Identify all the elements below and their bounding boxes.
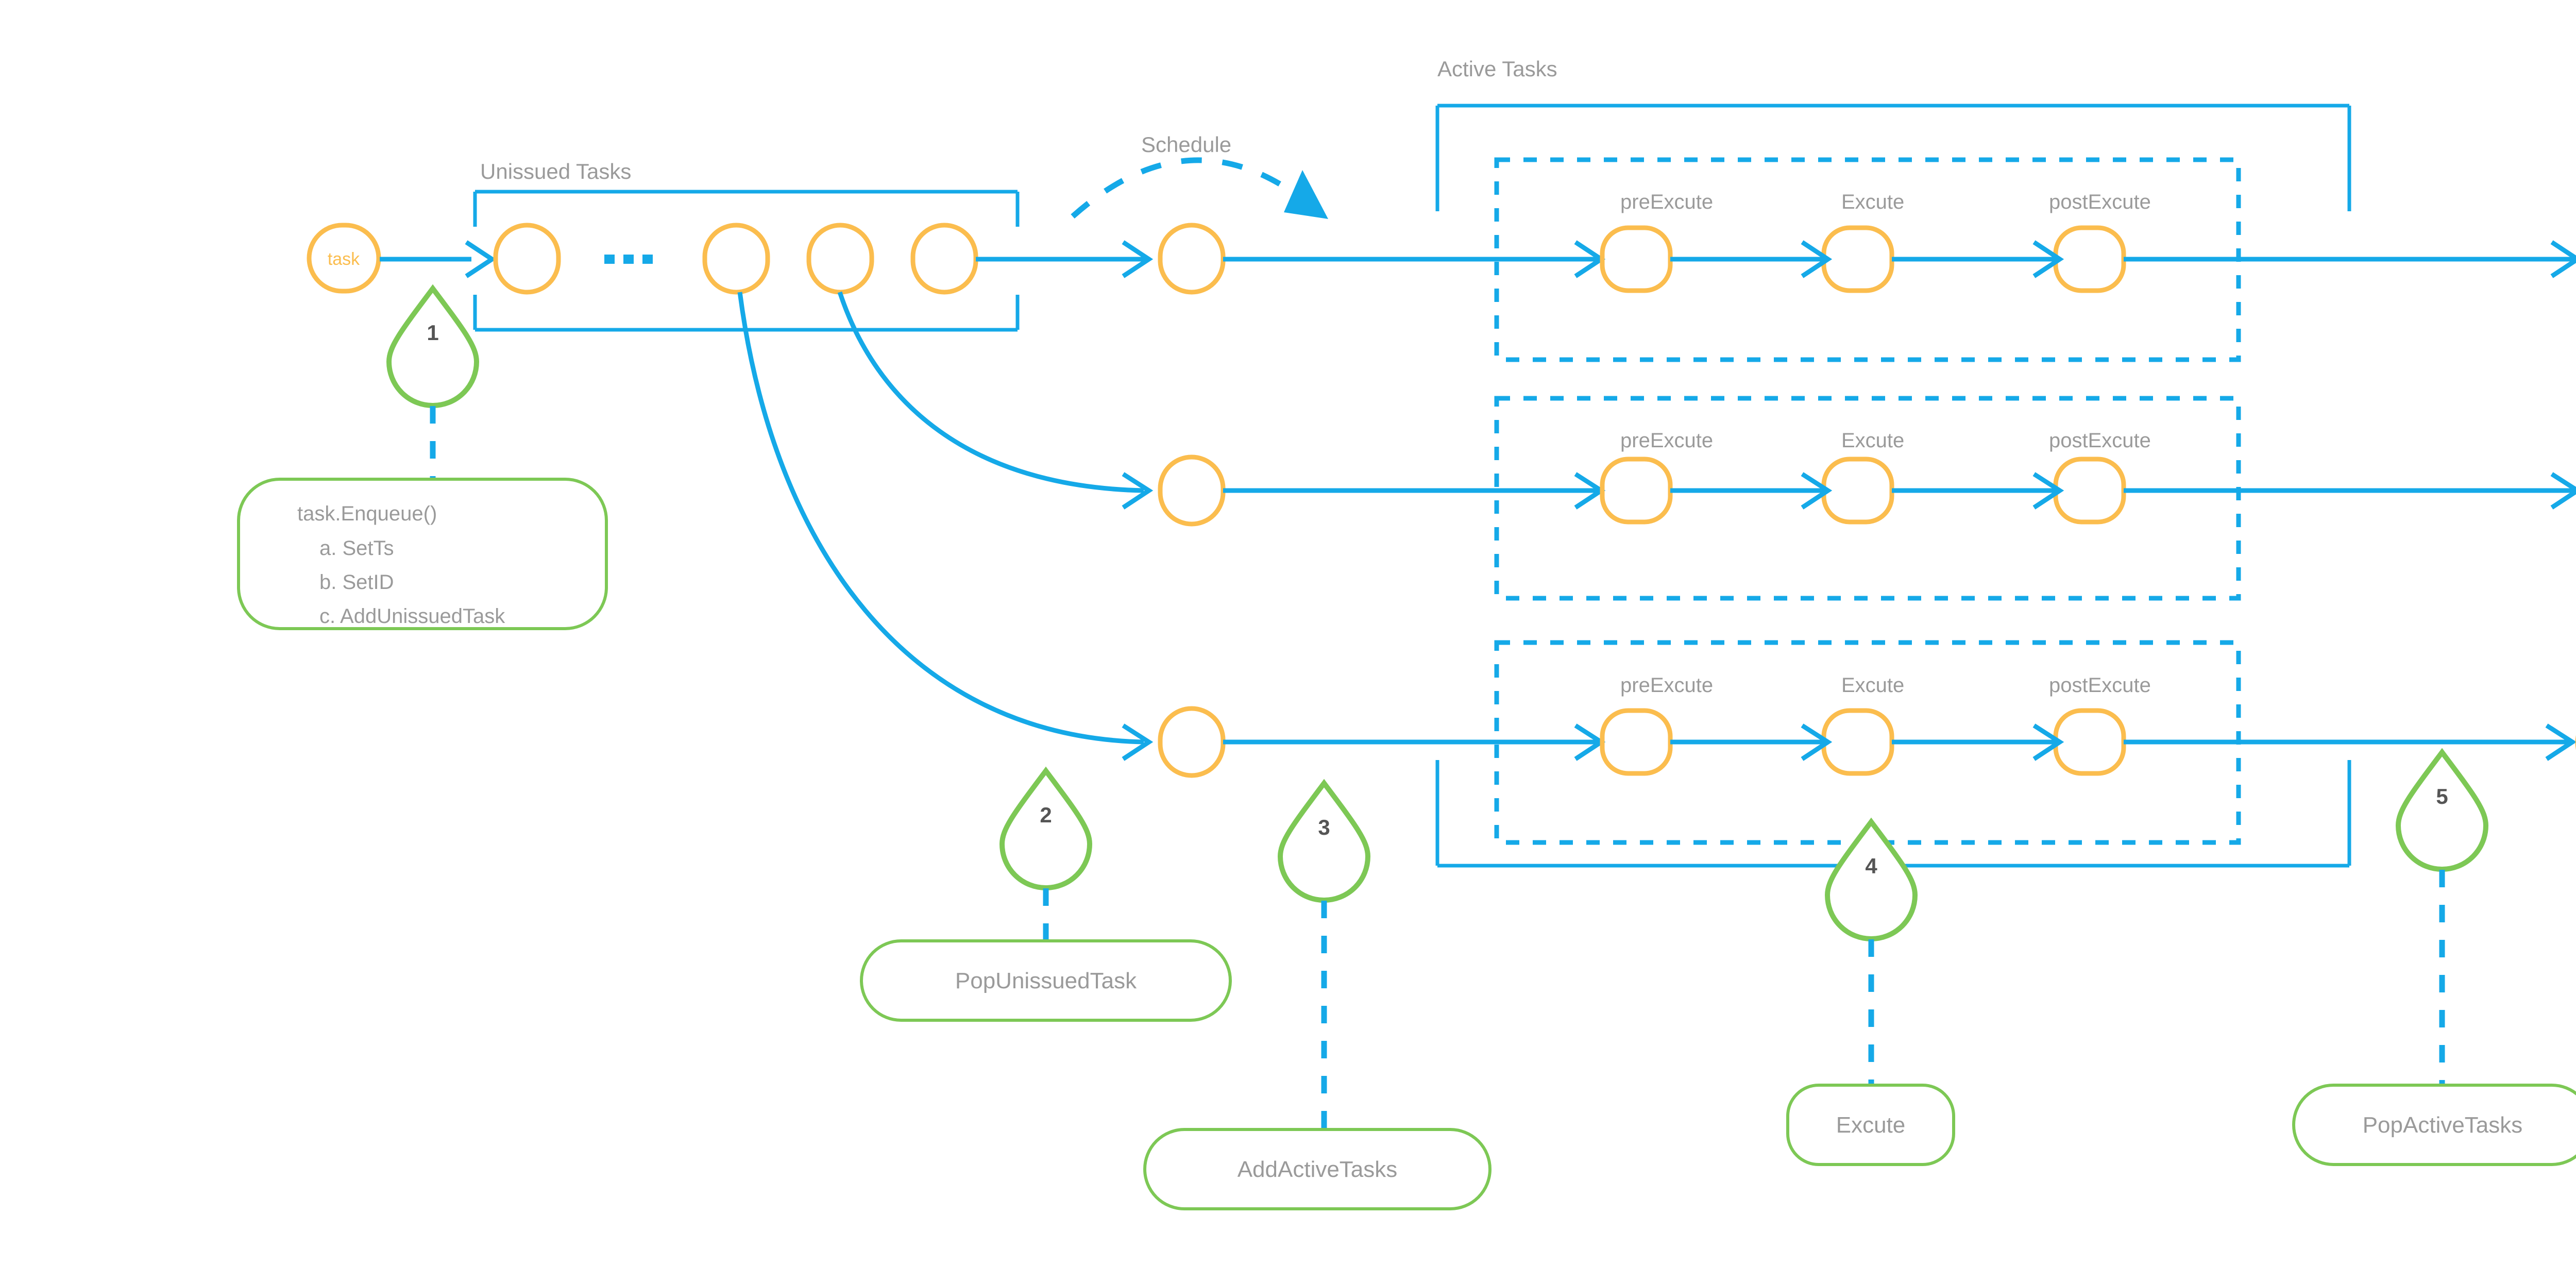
callout-2[interactable]: PopUnissuedTask: [860, 939, 1232, 1022]
row1-arrow-1-2: [2032, 240, 2064, 278]
marker-1[interactable]: 1: [386, 284, 480, 408]
row1-stage-label-2: postExcute: [2049, 191, 2151, 213]
marker-3[interactable]: 3: [1277, 779, 1371, 903]
callout-1-line-3: c. AddUnissuedTask: [319, 605, 505, 628]
row2-arrow-0-1: [1801, 472, 1833, 510]
row1-entry-node[interactable]: [1158, 223, 1226, 295]
row2-stage-label-1: Excute: [1841, 429, 1904, 452]
queue-ellipsis: [604, 255, 653, 264]
row-1-pipeline: preExcute Excute postExcute: [1158, 157, 2576, 362]
marker-2-number: 2: [1040, 803, 1052, 827]
source-task-label: task: [328, 249, 360, 269]
row2-arrow-1-2: [2032, 472, 2064, 510]
row2-stage-label-0: preExcute: [1620, 429, 1713, 452]
marker-4[interactable]: 4: [1824, 817, 1918, 941]
marker-5[interactable]: 5: [2395, 748, 2489, 872]
callout-1-line-2: b. SetID: [319, 571, 394, 594]
callout-2-label: PopUnissuedTask: [955, 968, 1137, 993]
row3-stage-label-0: preExcute: [1620, 674, 1713, 697]
row1-arrow-exit: [2550, 240, 2576, 278]
callout-1-line-0: task.Enqueue(): [297, 502, 437, 525]
row3-stage-node-2[interactable]: [2053, 708, 2126, 776]
row3-stage-node-0[interactable]: [1600, 708, 1673, 776]
row3-stage-label-1: Excute: [1841, 674, 1904, 697]
row1-stage-node-0[interactable]: [1600, 225, 1673, 293]
edge-source-to-queue: [380, 240, 497, 278]
row-3-pipeline: preExcute Excute postExcute: [1158, 640, 2576, 845]
callout-1[interactable]: task.Enqueue() a. SetTs b. SetID c. AddU…: [237, 478, 608, 630]
marker-1-number: 1: [427, 320, 438, 345]
row2-stage-node-1[interactable]: [1821, 457, 1894, 525]
row1-stage-label-0: preExcute: [1620, 191, 1713, 213]
row3-entry-node[interactable]: [1158, 706, 1226, 778]
row3-stage-label-2: postExcute: [2049, 674, 2151, 697]
schedule-label: Schedule: [1141, 132, 1231, 157]
row3-arrow-1-2: [2032, 723, 2064, 761]
schedule-arrow: [1071, 157, 1328, 219]
callout-3[interactable]: AddActiveTasks: [1143, 1128, 1492, 1210]
row1-stage-label-1: Excute: [1841, 191, 1904, 213]
row1-stage-node-2[interactable]: [2053, 225, 2126, 293]
row2-arrow-exit: [2550, 472, 2576, 510]
row2-stage-label-2: postExcute: [2049, 429, 2151, 452]
callout-4[interactable]: Excute: [1786, 1084, 1955, 1166]
callout-1-line-1: a. SetTs: [319, 537, 394, 560]
callout-5-label: PopActiveTasks: [2363, 1112, 2523, 1138]
row2-stage-node-0[interactable]: [1600, 457, 1673, 525]
curve-queue-to-row3: [737, 292, 1154, 761]
unissued-node-1[interactable]: [493, 223, 561, 295]
unissued-node-4[interactable]: [910, 223, 978, 295]
marker-5-number: 5: [2436, 784, 2448, 808]
curve-queue-to-row2: [837, 291, 1154, 510]
marker-4-number: 4: [1865, 854, 1877, 878]
row1-arrow-0-1: [1801, 240, 1833, 278]
unissued-tasks-group-label: Unissued Tasks: [480, 159, 631, 183]
source-task-node[interactable]: task: [307, 223, 381, 294]
callout-3-label: AddActiveTasks: [1238, 1157, 1398, 1182]
callout-4-label: Excute: [1836, 1112, 1906, 1138]
row3-arrow-exit: [2545, 723, 2576, 761]
row2-stage-node-2[interactable]: [2053, 457, 2126, 525]
unissued-node-3[interactable]: [806, 223, 874, 295]
callout-5[interactable]: PopActiveTasks: [2292, 1084, 2576, 1166]
marker-2[interactable]: 2: [999, 766, 1093, 890]
row2-entry-node[interactable]: [1158, 454, 1226, 527]
row1-stage-node-1[interactable]: [1821, 225, 1894, 293]
unissued-node-2[interactable]: [702, 223, 770, 295]
row3-stage-node-1[interactable]: [1821, 708, 1894, 776]
row3-arrow-0-1: [1801, 723, 1833, 761]
row-2-pipeline: preExcute Excute postExcute: [1158, 396, 2576, 601]
schedule-arrowhead: [1284, 170, 1328, 219]
active-tasks-group-label: Active Tasks: [1437, 57, 1557, 81]
edge-queue-to-row1-entry: [976, 240, 1154, 278]
row2-dashed-container: [1494, 396, 2241, 601]
marker-3-number: 3: [1318, 815, 1330, 839]
